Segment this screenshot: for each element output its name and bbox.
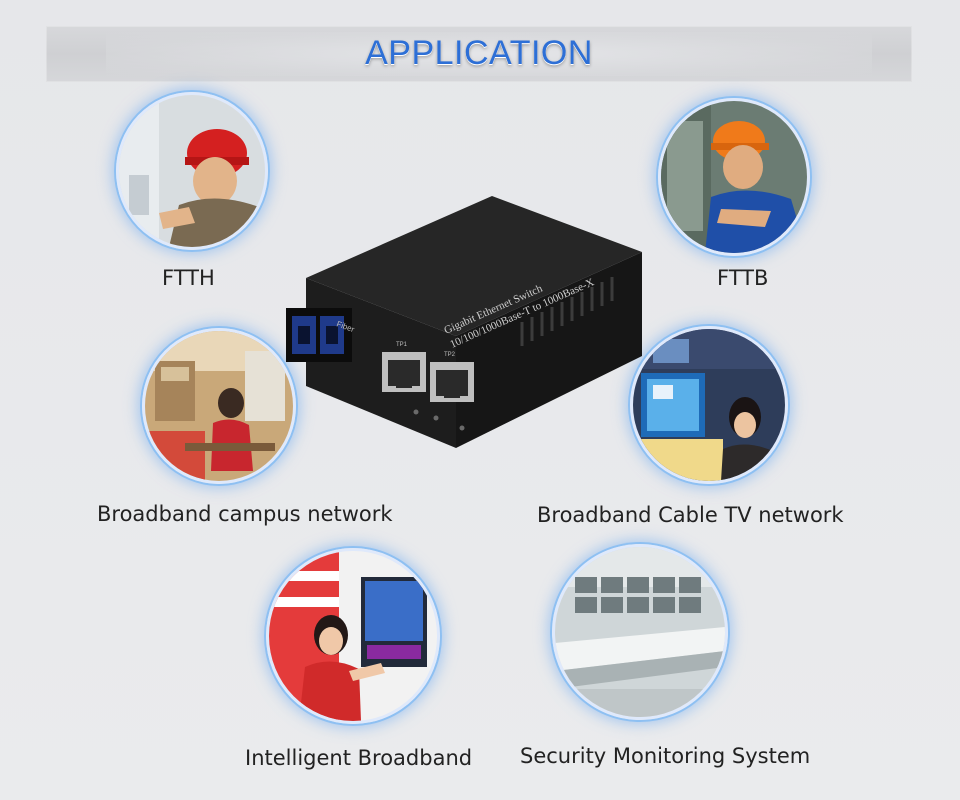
rj45-port-1: [382, 352, 426, 392]
device-top-face: [306, 196, 642, 336]
ftth-image: [116, 92, 268, 250]
fttb-caption: FTTB: [717, 266, 769, 290]
ftth-caption: FTTH: [162, 266, 215, 290]
security-monitoring-illustration: [555, 547, 725, 717]
security-monitoring-image: [552, 544, 728, 720]
cable-tv-illustration: [633, 329, 785, 481]
rj45-port-2: [430, 362, 474, 402]
campus-caption: Broadband campus network: [97, 502, 393, 526]
media-converter-device: Gigabit Ethernet Switch 10/100/1000Base-…: [286, 196, 642, 448]
cable-tv-caption: Broadband Cable TV network: [537, 503, 844, 527]
fiber-port: [286, 308, 352, 362]
intelligent-broadband-caption: Intelligent Broadband: [245, 746, 473, 770]
ftth-illustration: [119, 95, 265, 247]
port2-label: TP2: [444, 352, 456, 358]
device-vents: [520, 277, 614, 346]
cable-tv-image: [630, 326, 788, 484]
campus-image: [142, 328, 296, 484]
fttb-illustration: [661, 101, 807, 253]
security-monitoring-caption: Security Monitoring System: [520, 744, 811, 768]
intelligent-broadband-image: [266, 548, 440, 724]
fttb-image: [658, 98, 810, 256]
port1-label: TP1: [396, 342, 408, 348]
device-side-face: [456, 252, 642, 448]
title-banner: APPLICATION: [46, 26, 912, 82]
page-title: APPLICATION: [365, 34, 593, 72]
campus-illustration: [145, 331, 293, 481]
status-leds: [413, 409, 465, 431]
banner-highlight: [106, 32, 872, 76]
intelligent-broadband-illustration: [269, 551, 437, 721]
